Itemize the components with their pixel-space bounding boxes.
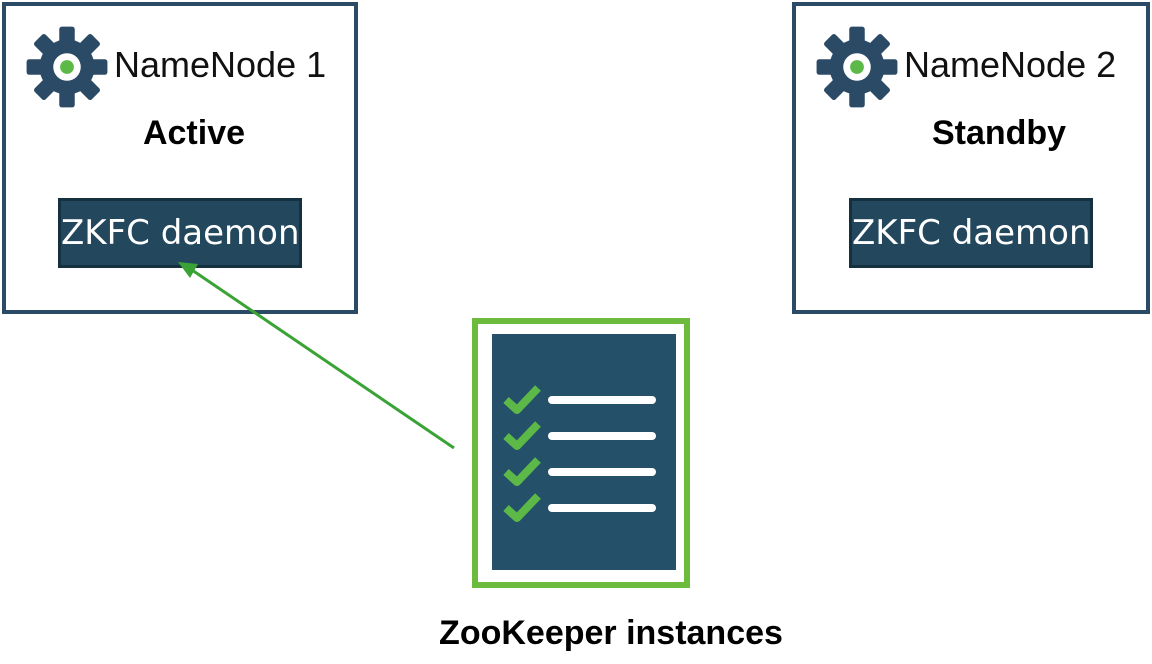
gear-icon [816,26,898,108]
namenode-2-box: NameNode 2 Standby ZKFC daemon [792,2,1150,314]
check-icon [503,385,541,414]
checklist-line [548,504,656,512]
zkfc-daemon-box: ZKFC daemon [58,198,302,268]
zookeeper-label: ZooKeeper instances [439,614,783,652]
checklist-line [548,396,656,404]
zookeeper-frame [472,318,690,588]
namenode-title: NameNode 2 [904,44,1117,85]
checklist-item [502,456,662,488]
check-icon [503,493,541,522]
namenode-state: Active [142,114,246,152]
checklist-item [502,492,662,524]
zkfc-daemon-box: ZKFC daemon [849,198,1093,268]
checklist-line [548,432,656,440]
checklist-item [502,384,662,416]
check-icon [503,421,541,450]
check-icon [503,457,541,486]
checklist-item [502,420,662,452]
checklist-line [548,468,656,476]
namenode-state: Standby [931,114,1067,152]
checklist-document-icon [492,334,676,570]
namenode-1-box: NameNode 1 Active ZKFC daemon [2,2,358,314]
namenode-title: NameNode 1 [114,44,327,85]
gear-icon [26,26,108,108]
